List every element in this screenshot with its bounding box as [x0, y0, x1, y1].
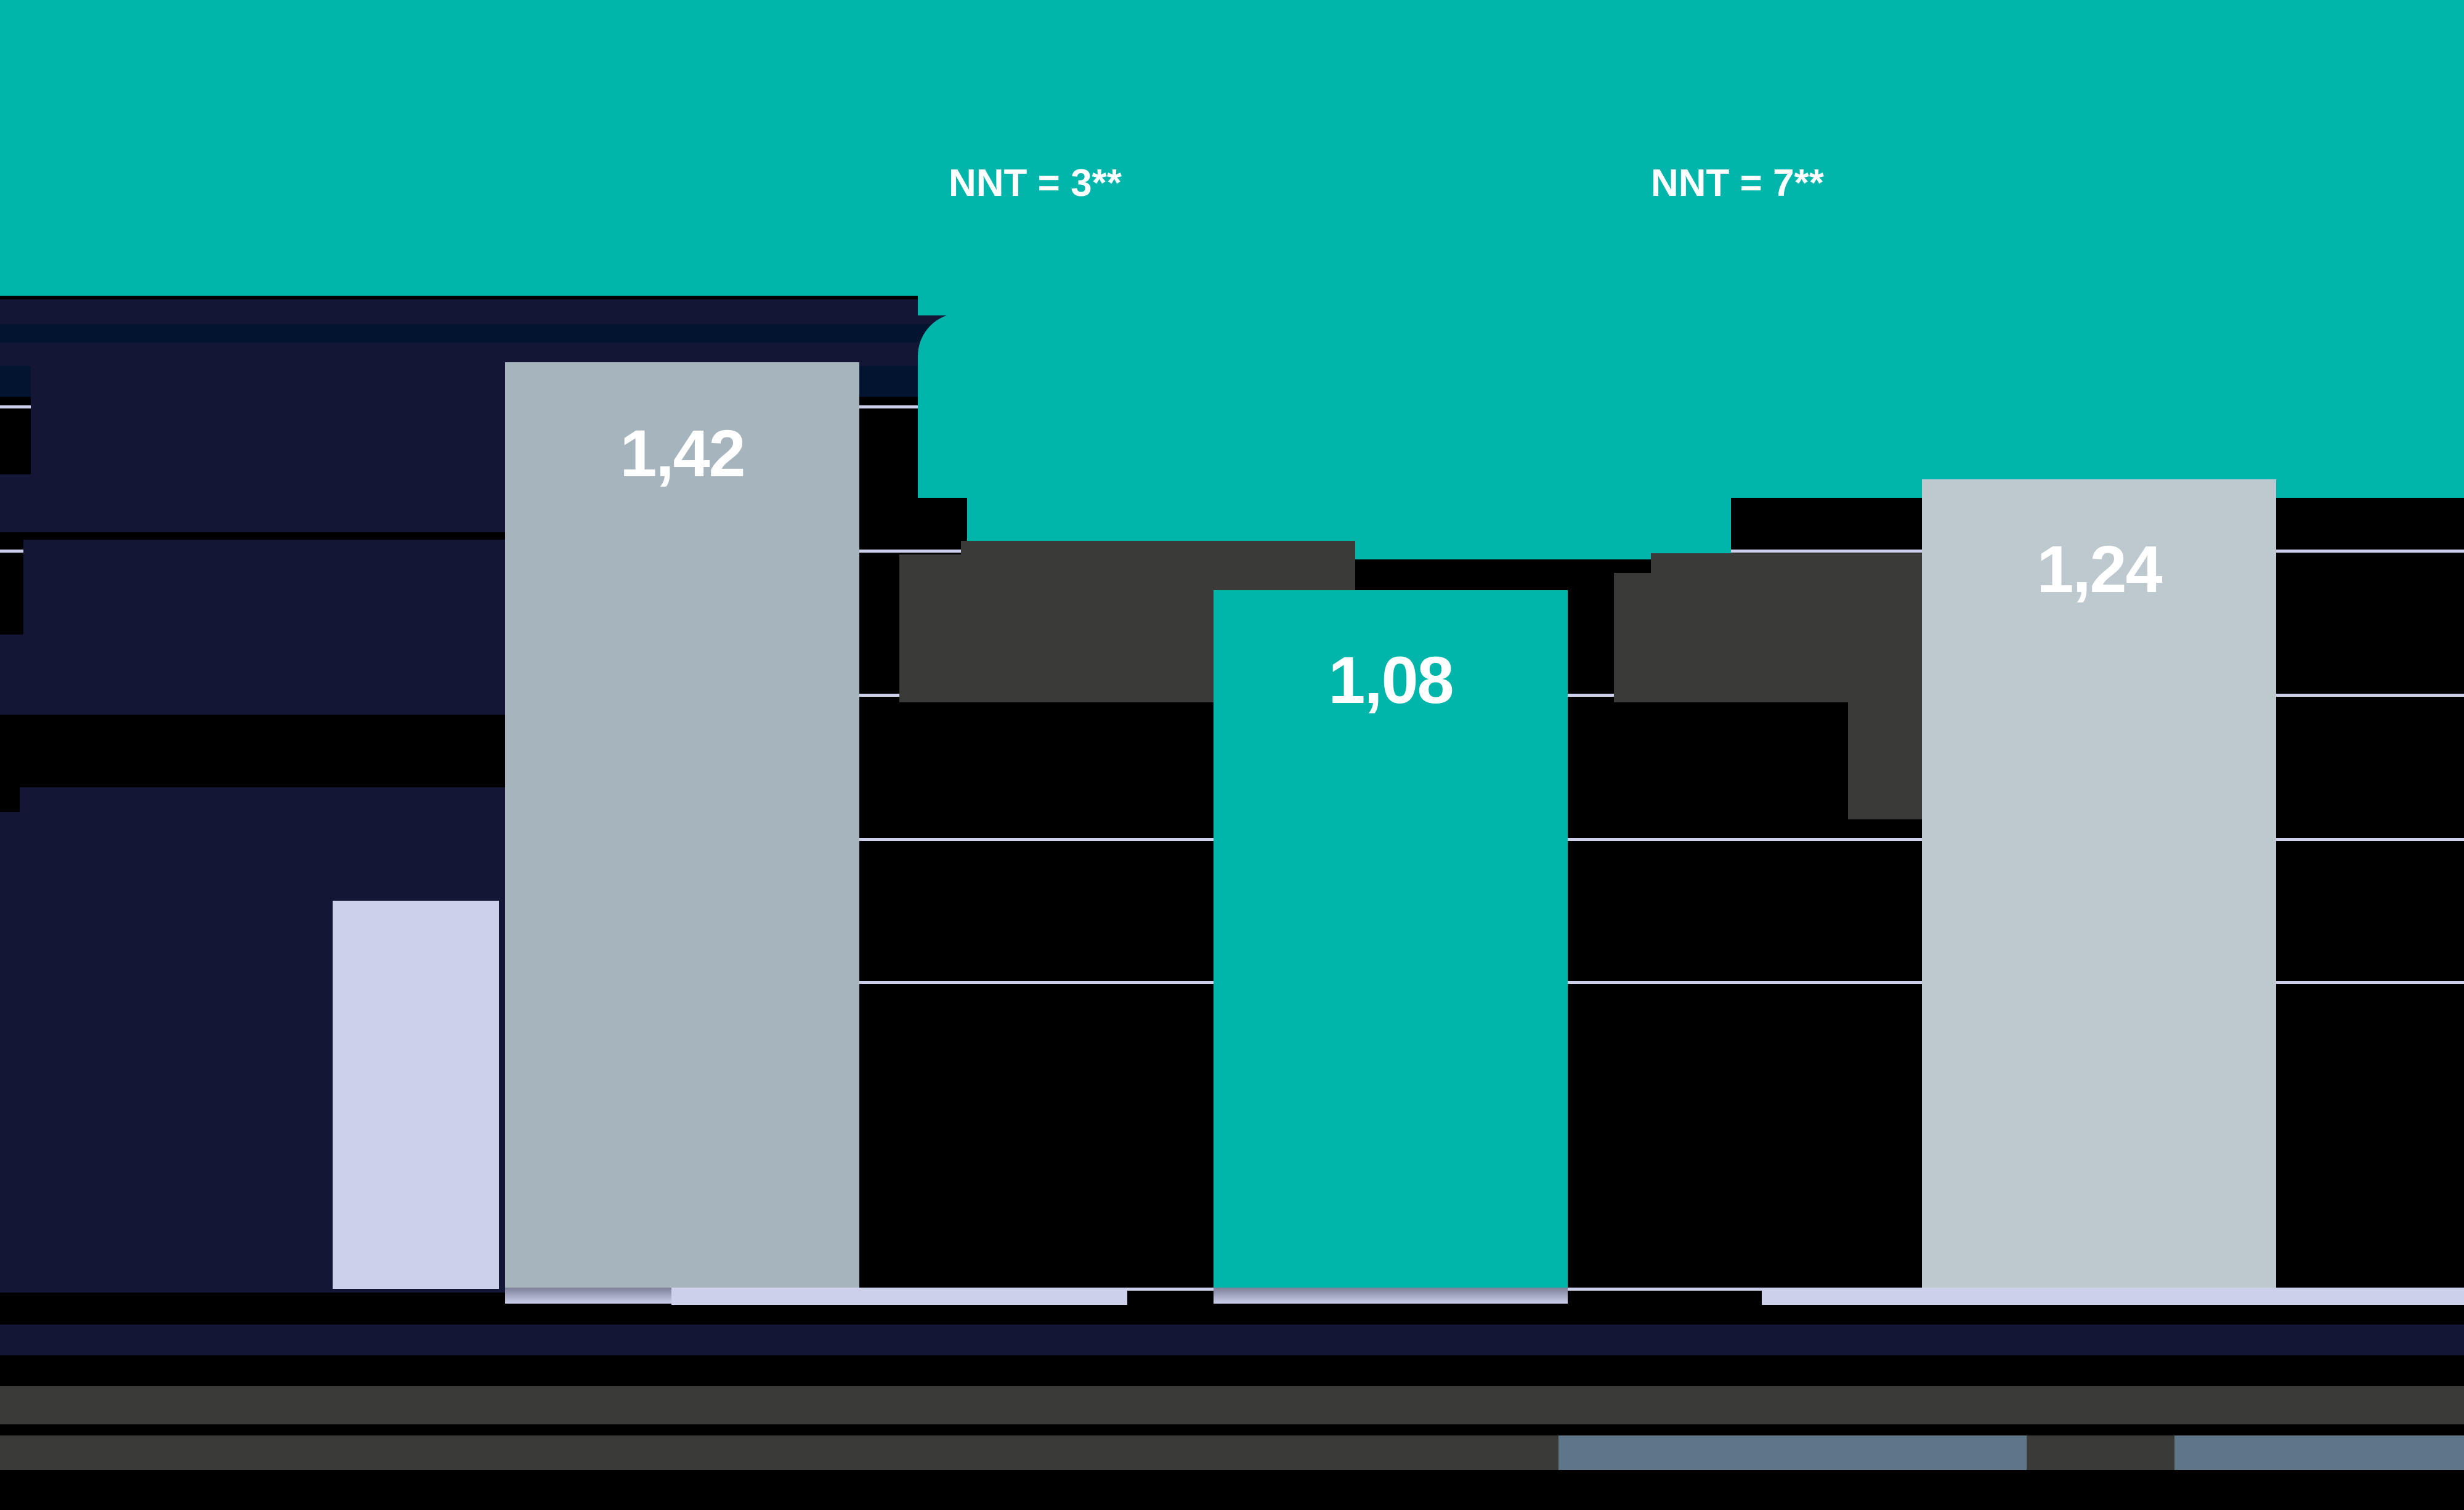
obscured-footer-band-4 [0, 1424, 2464, 1435]
obscured-legend-chip-2 [1558, 1435, 2027, 1470]
teal-callout-upper-seam [918, 296, 2464, 315]
obscured-legend-block-5 [1848, 702, 1934, 819]
bar-shadow-2 [1214, 1288, 1568, 1304]
nnt-annotation-2: NNT = 7** [1651, 162, 1824, 205]
obscured-footer-band-5 [0, 1470, 2464, 1510]
obscured-legend-chip-3 [2027, 1435, 2174, 1470]
baseline-lavender-strip-right [1762, 1288, 2464, 1305]
bar-value-1: 1,42 [620, 416, 745, 490]
table-row: 1,42 [505, 362, 859, 1289]
bar-value-3: 1,24 [2036, 532, 2162, 606]
table-row: 1,24 [1922, 479, 2276, 1289]
bar-value-2: 1,08 [1328, 643, 1454, 717]
table-row: 1,08 [1214, 590, 1568, 1289]
obscured-legend-block-4 [1651, 553, 1971, 702]
obscured-axis-block-6 [0, 474, 505, 532]
obscured-axis-block-8 [0, 635, 510, 715]
baseline-lavender-strip [671, 1288, 1127, 1305]
obscured-footer-band-1 [0, 1325, 2464, 1355]
teal-header-banner [0, 0, 2464, 296]
nnt-annotation-1: NNT = 3** [949, 162, 1122, 205]
obscured-legend-chip-4 [2174, 1435, 2464, 1470]
obscured-footer-band-3 [0, 1386, 2464, 1424]
bar-lavender [333, 901, 499, 1289]
obscured-footer-band-2 [0, 1355, 2464, 1386]
obscured-axis-block-2 [0, 324, 949, 343]
obscured-legend-chip-1 [0, 1435, 1558, 1470]
